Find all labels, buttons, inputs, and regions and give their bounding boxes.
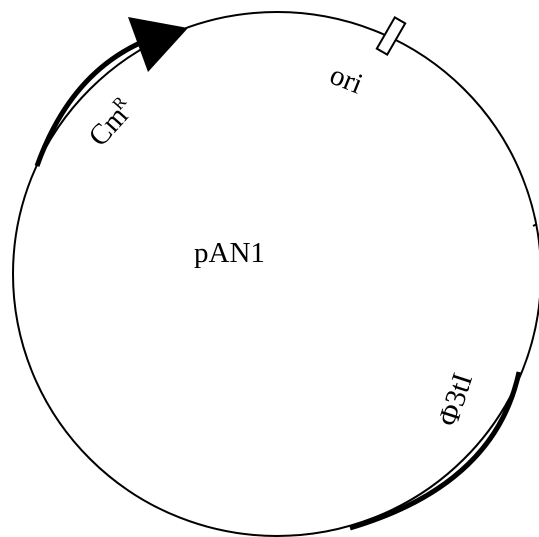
plasmid-name: pAN1 [194,237,265,269]
cmr-arrowhead-icon [128,17,188,72]
plasmid-backbone [12,11,539,537]
right-edge-tick [532,223,538,227]
ori-label: ori [325,59,367,101]
ori-marker [375,16,407,56]
terminator-label: Φ3tI [432,369,479,430]
cmr-label-group: Cm R [82,92,134,153]
cmr-gene-arc [34,35,153,167]
terminator-arc [349,371,522,531]
